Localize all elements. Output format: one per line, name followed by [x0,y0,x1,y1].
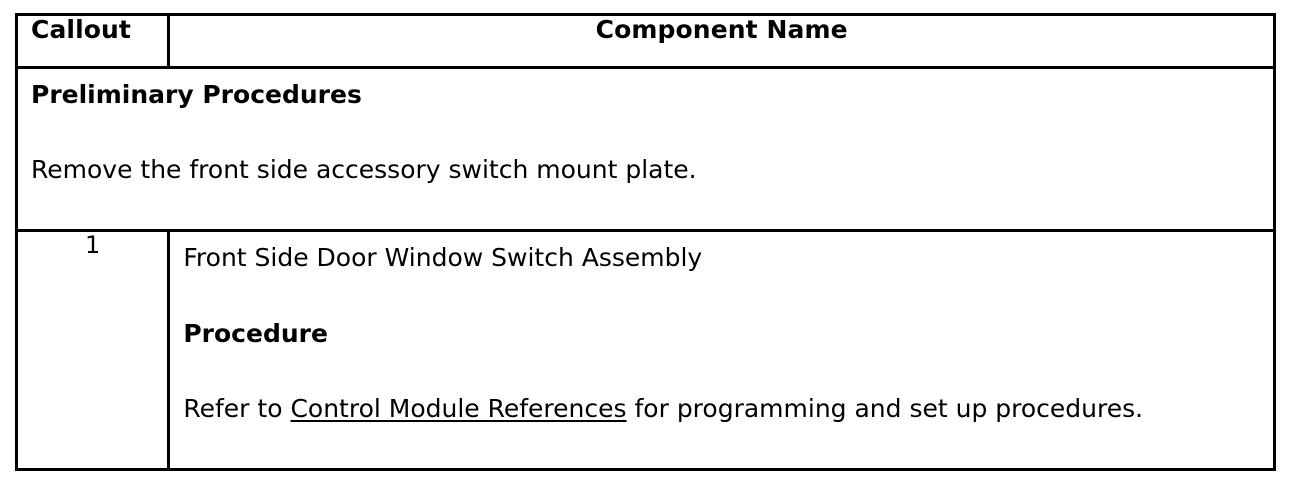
procedure-instruction-line: Refer to Control Module References for p… [183,393,1259,424]
preliminary-procedures-row: Preliminary Procedures Remove the front … [15,66,1276,232]
component-detail-cell: Front Side Door Window Switch Assembly P… [167,229,1276,471]
header-label-component-name: Component Name [595,15,848,44]
table-header: Callout Component Name [14,13,1276,69]
table-header-row: Callout Component Name [14,13,1276,69]
table-row: 1 Front Side Door Window Switch Assembly… [14,229,1276,471]
callout-number-cell: 1 [14,229,171,471]
control-module-references-link[interactable]: Control Module References [290,393,627,423]
preliminary-procedures-heading: Preliminary Procedures [31,80,362,109]
preliminary-procedures-cell: Preliminary Procedures Remove the front … [15,66,1276,232]
component-name-text: Front Side Door Window Switch Assembly [183,243,703,272]
callout-component-table: Callout Component Name Preliminary Proce… [14,13,1276,471]
header-cell-component-name: Component Name [167,13,1276,69]
preliminary-procedures-body: Remove the front side accessory switch m… [31,154,697,184]
callout-number-1: 1 [85,231,101,259]
preliminary-procedures-content: Preliminary Procedures Remove the front … [18,69,1273,185]
component-detail-content: Front Side Door Window Switch Assembly P… [170,232,1273,423]
procedure-text-prefix: Refer to [183,393,291,423]
table-body: Preliminary Procedures Remove the front … [14,66,1276,471]
procedure-heading: Procedure [183,318,328,348]
procedure-text-suffix: for programming and set up procedures. [626,393,1144,423]
header-cell-callout: Callout [14,13,171,69]
header-label-callout: Callout [31,15,131,44]
